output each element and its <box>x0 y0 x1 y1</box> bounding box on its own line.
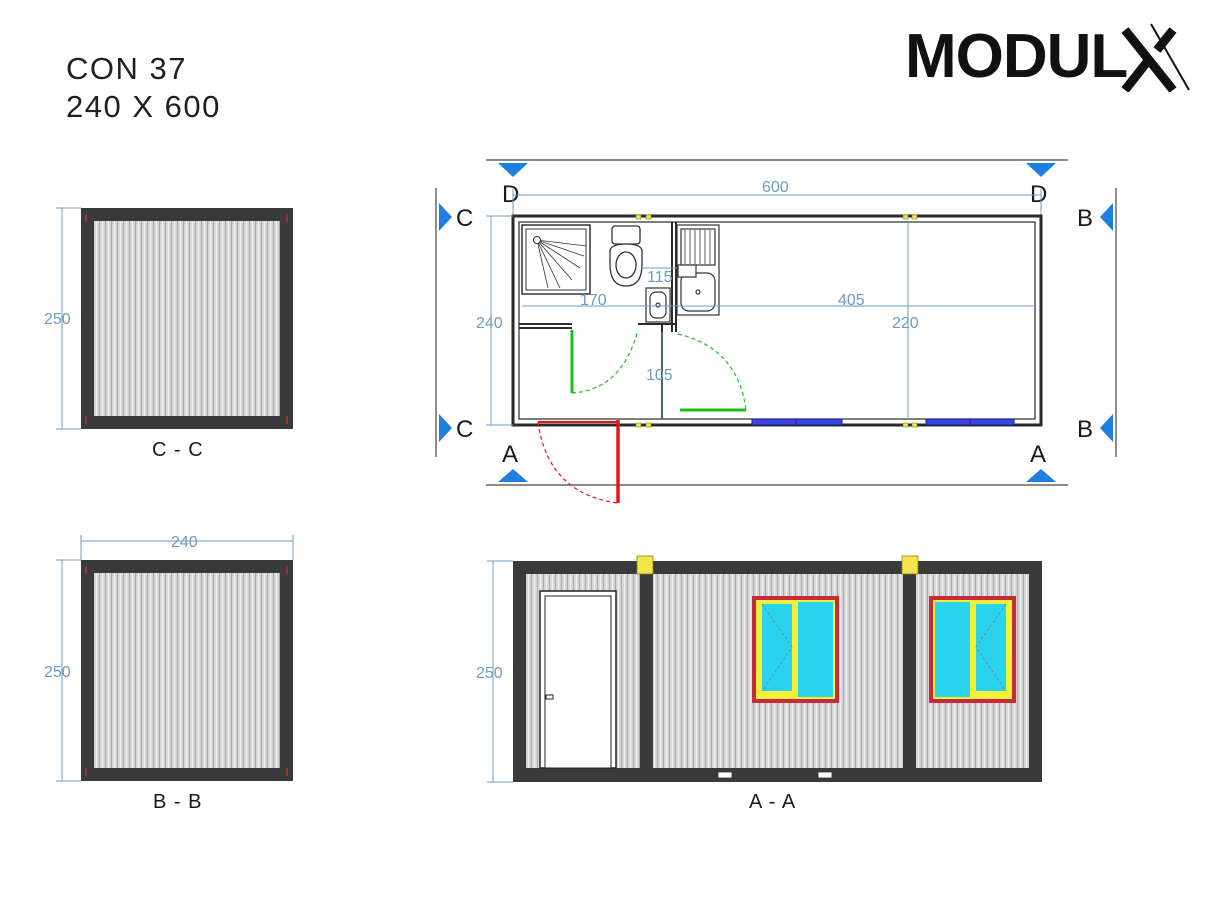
cut-label-a-left: A <box>502 441 518 468</box>
wc-door-swing <box>570 329 747 412</box>
room-length-dimension: 405 <box>838 292 865 309</box>
window-left <box>752 596 839 703</box>
aa-height-dimension: 250 <box>476 665 503 682</box>
cut-label-d-left: D <box>502 181 519 208</box>
cut-markers <box>439 163 1113 482</box>
entry-door-swing <box>537 420 620 504</box>
logo-text: MODUL <box>905 22 1127 91</box>
window-right <box>929 596 1016 703</box>
bb-width-dimension-line <box>80 535 294 560</box>
kitchen-sink <box>676 224 720 316</box>
cut-label-b-top: B <box>1077 205 1093 232</box>
model-name: CON 37 <box>66 51 187 86</box>
shower-tray <box>521 224 591 295</box>
section-a-a: 250 A - A <box>476 555 1042 813</box>
inner-height-dimension: 220 <box>892 315 919 332</box>
model-dimensions: 240 X 600 <box>66 89 221 124</box>
aa-caption: A - A <box>749 791 796 813</box>
cut-label-c-bottom: C <box>456 416 473 443</box>
corridor-dimension: 105 <box>646 367 673 384</box>
wc-width-dimension: 115 <box>647 269 673 286</box>
bath-length-dimension: 170 <box>580 292 607 309</box>
toilet <box>609 225 643 287</box>
plan-width-dimension: 240 <box>476 315 503 332</box>
bb-width-dimension: 240 <box>171 534 198 551</box>
bb-caption: B - B <box>153 791 202 813</box>
section-c-c: 250 C - C <box>44 207 293 461</box>
aa-height-dimension-line <box>487 560 513 783</box>
bb-height-dimension-line <box>56 559 81 782</box>
entry-door <box>539 590 617 769</box>
wc-sink <box>645 287 671 323</box>
cc-height-dimension: 250 <box>44 311 71 328</box>
section-b-b: 240 250 B - B <box>44 534 294 813</box>
bb-height-dimension: 250 <box>44 664 71 681</box>
modulx-logo: MODUL X <box>905 22 1190 92</box>
cc-height-dimension-line <box>56 207 81 430</box>
floor-plan: D D A A C C B B 600 240 <box>435 159 1117 504</box>
title-block: CON 37 240 X 600 <box>66 50 221 126</box>
logo-x-mark: X <box>1121 23 1190 92</box>
cut-label-c-top: C <box>456 205 473 232</box>
cut-label-a-right: A <box>1030 441 1046 468</box>
plan-length-dimension: 600 <box>762 179 789 196</box>
cc-caption: C - C <box>152 439 204 461</box>
plan-windows <box>751 418 1015 426</box>
cut-label-b-bottom: B <box>1077 416 1093 443</box>
